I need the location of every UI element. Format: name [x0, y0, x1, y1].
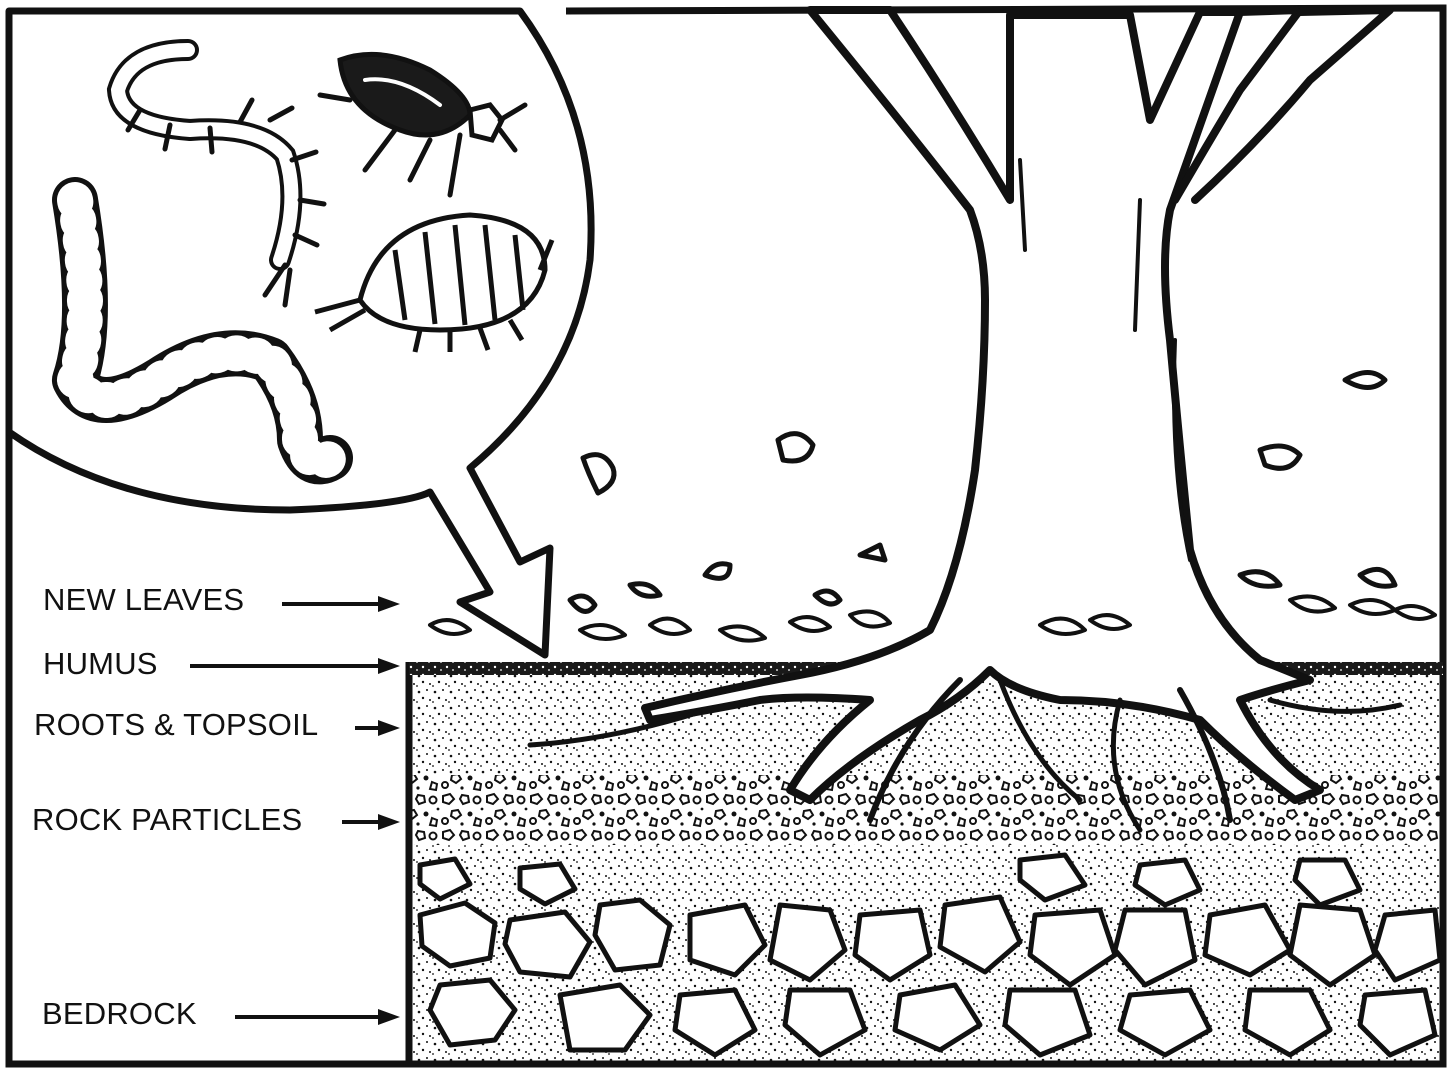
label-bedrock: BEDROCK — [42, 996, 197, 1032]
label-rock-particles: ROCK PARTICLES — [32, 802, 302, 838]
label-roots-topsoil: ROOTS & TOPSOIL — [34, 707, 318, 743]
label-humus: HUMUS — [43, 646, 158, 682]
label-new-leaves: NEW LEAVES — [43, 582, 244, 618]
